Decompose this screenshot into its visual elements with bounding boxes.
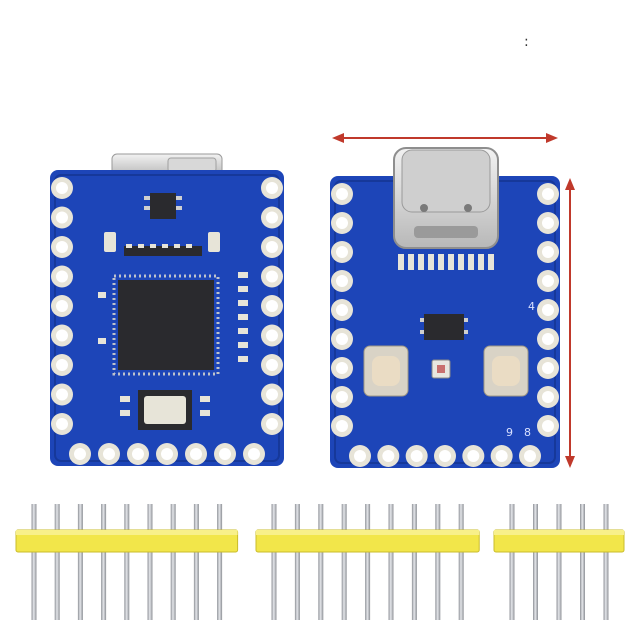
header-pin: [147, 504, 153, 620]
castellated-pad: [537, 299, 559, 321]
pin-label-9: 9: [506, 426, 513, 439]
castellated-pad: [519, 445, 541, 467]
castellated-pad: [261, 383, 283, 406]
pin-header-3: [493, 504, 625, 620]
castellated-pad: [405, 445, 428, 467]
castellated-pad: [185, 443, 207, 465]
castellated-pad: [51, 413, 73, 435]
header-pin: [341, 504, 347, 620]
castellated-pad: [51, 324, 73, 347]
header-pin: [533, 504, 538, 620]
castellated-pad: [261, 354, 283, 376]
width-dimension-arrow: [332, 133, 558, 143]
board-back: 4 9 8: [330, 147, 560, 468]
header-pin: [170, 504, 176, 620]
castellated-pad: [331, 212, 353, 234]
corner-mark: :: [524, 34, 529, 50]
castellated-pad: [261, 295, 283, 317]
castellated-pad: [331, 270, 353, 292]
header-pin: [580, 504, 585, 620]
header-pin: [77, 504, 83, 620]
castellated-pad: [331, 299, 353, 321]
castellated-pad: [51, 295, 73, 317]
pin-label-4: 4: [528, 300, 535, 313]
castellated-pad: [51, 206, 73, 229]
castellated-pad: [537, 386, 559, 408]
castellated-pad: [261, 324, 283, 347]
header-pin: [411, 504, 417, 620]
castellated-pad: [127, 443, 149, 465]
voltage-regulator-chip: [150, 193, 176, 219]
header-pin: [124, 504, 130, 620]
castellated-pad: [261, 177, 283, 199]
castellated-pad: [261, 265, 283, 288]
header-pin: [318, 504, 324, 620]
header-pin: [31, 504, 37, 620]
castellated-pad: [51, 354, 73, 376]
castellated-pad: [331, 183, 353, 205]
castellated-pad: [51, 236, 73, 258]
boot-button: [363, 345, 409, 397]
castellated-pad: [331, 386, 353, 408]
header-pin: [603, 504, 609, 620]
castellated-pad: [537, 270, 559, 292]
header-pin: [435, 504, 441, 620]
microcontroller-chip: [118, 280, 214, 370]
flash-chip: [424, 314, 464, 340]
castellated-pad: [98, 443, 120, 465]
header-pin: [365, 504, 371, 620]
castellated-pad: [51, 265, 73, 288]
castellated-pad: [214, 443, 236, 465]
pin-header-1: [15, 504, 239, 620]
pin-label-8: 8: [524, 426, 531, 439]
castellated-pad: [261, 206, 283, 229]
castellated-pad: [156, 443, 178, 465]
castellated-pad: [51, 177, 73, 199]
pin-headers: [15, 504, 625, 620]
passive-components: [98, 272, 248, 416]
castellated-pad: [537, 212, 559, 234]
header-pin: [271, 504, 277, 620]
height-dimension-arrow: [565, 178, 575, 468]
header-pin: [388, 504, 394, 620]
header-pin: [509, 504, 515, 620]
castellated-pad: [331, 415, 353, 437]
castellated-pad: [434, 445, 456, 467]
castellated-pad: [490, 445, 513, 467]
castellated-pad: [51, 383, 73, 406]
header-pin: [101, 504, 107, 620]
castellated-pad: [377, 445, 400, 467]
castellated-pad: [537, 328, 559, 350]
castellated-pad: [331, 357, 353, 379]
castellated-pad: [331, 328, 353, 350]
castellated-pad: [69, 443, 91, 465]
castellated-pad: [537, 183, 559, 205]
reset-button: [483, 345, 529, 397]
castellated-pad: [537, 241, 559, 263]
castellated-pad: [243, 443, 265, 465]
header-pin: [458, 504, 464, 620]
edge-pads-front: [51, 177, 283, 465]
castellated-pad: [261, 413, 283, 435]
castellated-pad: [349, 445, 371, 467]
castellated-pad: [537, 415, 559, 437]
pin-header-2: [255, 504, 480, 620]
board-front: [50, 153, 284, 466]
castellated-pad: [261, 236, 283, 258]
header-pin: [217, 504, 223, 620]
edge-pads-back: [331, 183, 559, 467]
header-pin: [54, 504, 60, 620]
header-pin: [193, 504, 199, 620]
header-pin: [294, 504, 300, 620]
castellated-pad: [331, 241, 353, 263]
castellated-pad: [462, 445, 485, 467]
castellated-pad: [537, 357, 559, 379]
header-pin: [556, 504, 562, 620]
